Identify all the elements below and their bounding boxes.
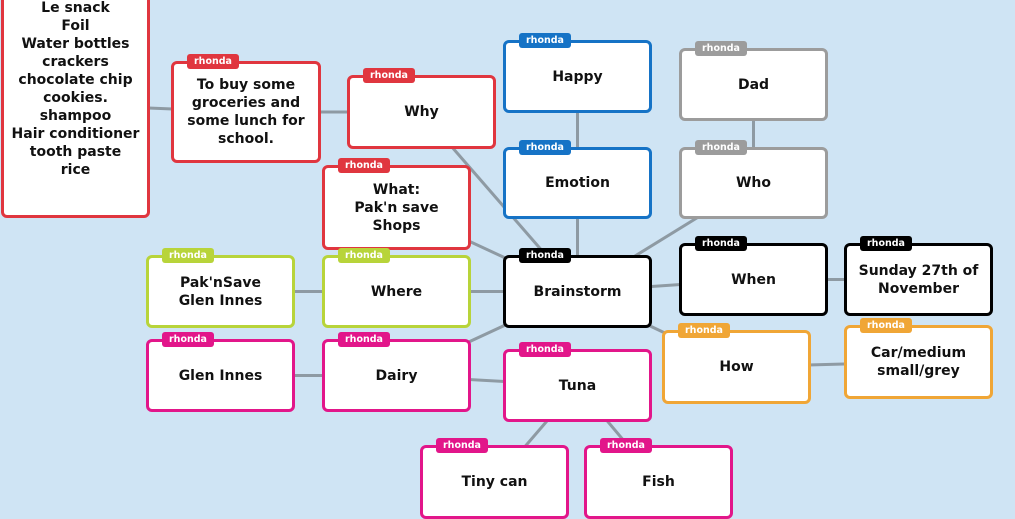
node-when[interactable]: rhonda When [679, 236, 828, 316]
node-text: Dad [737, 76, 770, 93]
node-text: Tuna [558, 377, 597, 394]
node-brainstorm[interactable]: rhonda Brainstorm [503, 248, 652, 328]
author-tag: rhonda [338, 158, 390, 173]
node-text: Tiny can [461, 474, 528, 490]
node-text: Le snack Foil Water bottles crackers cho… [11, 0, 140, 178]
node-text: Dairy [375, 367, 418, 384]
node-text: Emotion [545, 175, 610, 191]
author-tag: rhonda [162, 332, 214, 347]
author-tag: rhonda [162, 248, 214, 263]
author-tag: rhonda [338, 248, 390, 263]
author-tag: rhonda [860, 236, 912, 251]
author-tag: rhonda [519, 248, 571, 263]
author-tag: rhonda [695, 140, 747, 155]
node-text: Fish [642, 474, 675, 490]
node-text: Who [735, 175, 772, 191]
node-text: Where [370, 283, 423, 300]
node-text: Pak'nSave Glen Innes [178, 274, 263, 309]
node-dairy[interactable]: rhonda Dairy [322, 332, 471, 412]
node-where[interactable]: rhonda Where [322, 248, 471, 328]
node-text: Brainstorm [533, 283, 622, 300]
node-glen-innes[interactable]: rhonda Glen Innes [146, 332, 295, 412]
node-how[interactable]: rhonda How [662, 323, 811, 404]
author-tag: rhonda [519, 33, 571, 48]
node-text: Glen Innes [178, 367, 263, 384]
author-tag: rhonda [519, 342, 571, 357]
node-shopping-list[interactable]: Le snack Foil Water bottles crackers cho… [1, 0, 150, 218]
node-sunday-date[interactable]: rhonda Sunday 27th of November [844, 236, 993, 316]
node-who[interactable]: rhonda Who [679, 140, 828, 219]
author-tag: rhonda [187, 54, 239, 69]
node-happy[interactable]: rhonda Happy [503, 33, 652, 113]
node-text: Sunday 27th of November [858, 262, 979, 297]
author-tag: rhonda [436, 438, 488, 453]
node-why[interactable]: rhonda Why [347, 68, 496, 149]
node-tiny-can[interactable]: rhonda Tiny can [420, 438, 569, 519]
node-text: Car/medium small/grey [870, 345, 967, 379]
author-tag: rhonda [678, 323, 730, 338]
node-emotion[interactable]: rhonda Emotion [503, 140, 652, 219]
node-fish[interactable]: rhonda Fish [584, 438, 733, 519]
node-text: How [719, 359, 754, 375]
author-tag: rhonda [860, 318, 912, 333]
node-what[interactable]: rhonda What: Pak'n save Shops [322, 158, 471, 250]
node-text: Happy [552, 68, 603, 85]
node-paknsave-glen-innes[interactable]: rhonda Pak'nSave Glen Innes [146, 248, 295, 328]
node-car[interactable]: rhonda Car/medium small/grey [844, 318, 993, 399]
node-text: When [731, 271, 776, 288]
author-tag: rhonda [695, 41, 747, 56]
node-tuna[interactable]: rhonda Tuna [503, 342, 652, 422]
node-text: To buy some groceries and some lunch for… [187, 77, 305, 147]
author-tag: rhonda [600, 438, 652, 453]
node-dad[interactable]: rhonda Dad [679, 41, 828, 121]
author-tag: rhonda [519, 140, 571, 155]
author-tag: rhonda [338, 332, 390, 347]
author-tag: rhonda [695, 236, 747, 251]
mind-map-canvas: Le snack Foil Water bottles crackers cho… [1, 0, 993, 519]
node-text: What: Pak'n save Shops [354, 181, 439, 234]
author-tag: rhonda [363, 68, 415, 83]
node-to-buy-groceries[interactable]: rhonda To buy some groceries and some lu… [171, 54, 321, 163]
node-text: Why [404, 104, 439, 120]
